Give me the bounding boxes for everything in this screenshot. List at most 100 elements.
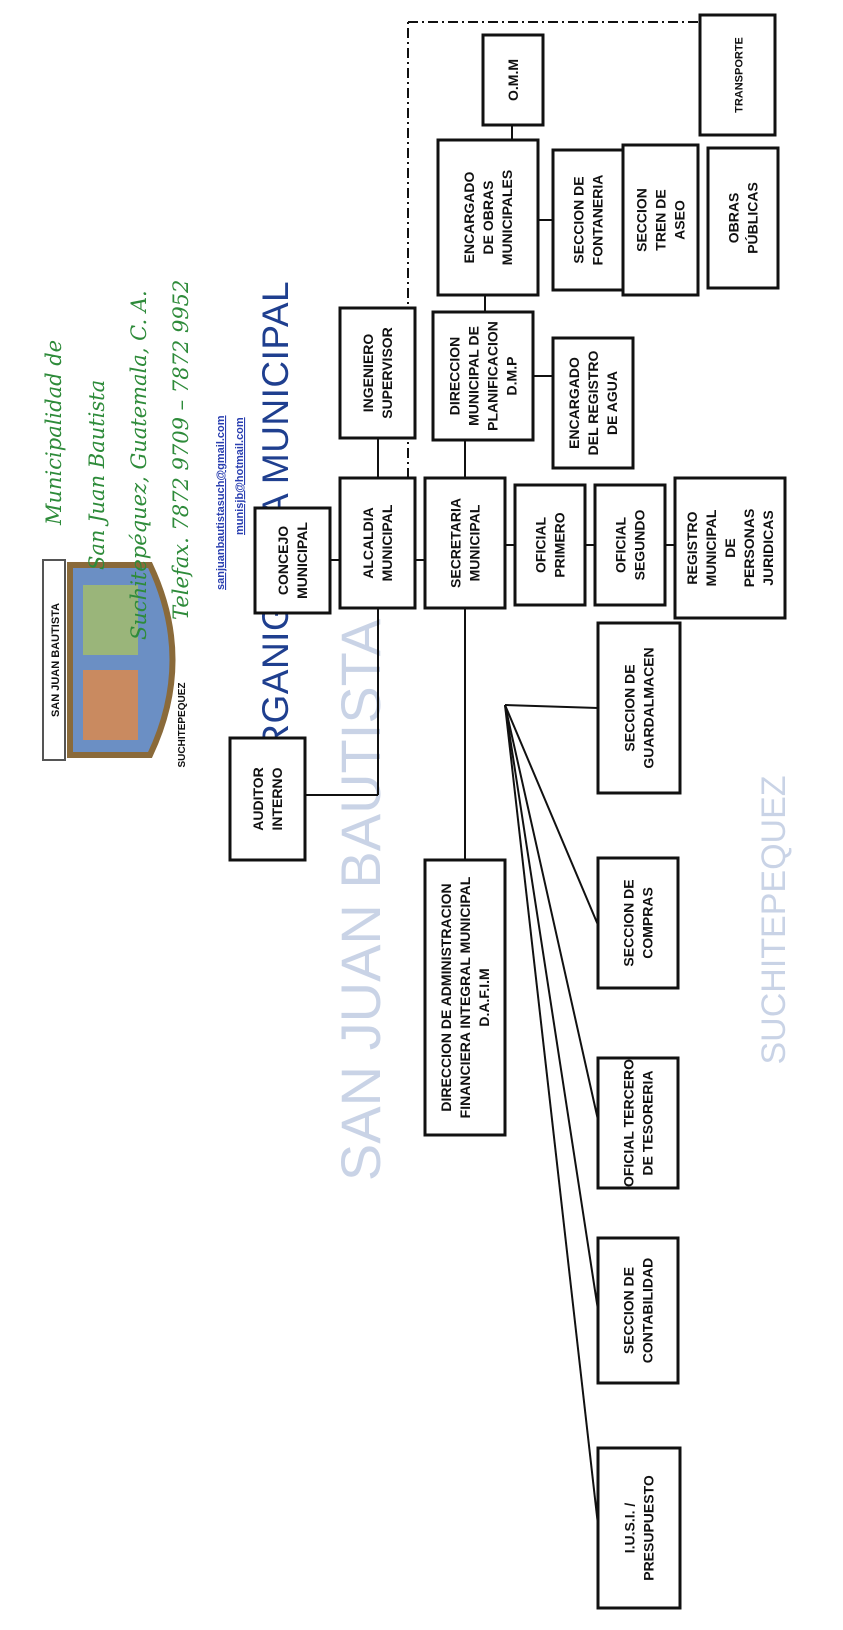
unit-label-line: DE OBRAS xyxy=(480,181,496,255)
unit-label-line: PRESUPUESTO xyxy=(641,1475,657,1581)
unit-label-line: MUNICIPALES xyxy=(499,170,515,265)
unit-label-line: AUDITOR xyxy=(250,767,266,831)
unit-label-line: DIRECCION xyxy=(447,337,463,416)
unit-label-line: MUNICIPAL xyxy=(379,504,395,581)
unit-label-line: MUNICIPAL DE xyxy=(466,326,482,426)
unit-label-line: SECCION DE xyxy=(621,1267,637,1354)
unit-label-line: COMPRAS xyxy=(640,887,656,959)
crest-panel-left-icon xyxy=(83,670,138,740)
header-line-2: San Juan Bautista xyxy=(85,380,109,570)
unit-box-dafim xyxy=(423,858,507,1137)
connector-dafim-iusi xyxy=(504,704,599,1526)
connector-dafim-compras xyxy=(504,704,599,926)
unit-box-transporte xyxy=(698,13,777,137)
unit-label-line: TREN DE xyxy=(653,189,669,250)
unit-label-line: TRANSPORTE xyxy=(734,37,746,113)
unit-label-line: PLANIFICACION xyxy=(485,321,501,431)
unit-label-line: DEL REGISTRO xyxy=(585,351,601,456)
watermark-text-2: SUCHITEPEQUEZ xyxy=(755,775,793,1064)
unit-box-obras-municipales xyxy=(436,138,540,297)
unit-box-compras xyxy=(596,856,680,990)
unit-label-line: INTERNO xyxy=(269,767,285,830)
unit-label-line: MUNICIPAL xyxy=(294,522,310,599)
unit-box-dmp xyxy=(431,310,535,442)
unit-label-line: SECCION DE xyxy=(622,664,638,751)
unit-label-line: FONTANERIA xyxy=(590,175,606,266)
crest-bottom-text: SUCHITEPEQUEZ xyxy=(177,682,188,767)
unit-label-line: MUNICIPAL xyxy=(703,509,719,586)
unit-box-auditor xyxy=(228,736,307,862)
unit-label-line: D.A.F.I.M xyxy=(476,968,492,1026)
unit-label-line: DE TESORERIA xyxy=(640,1070,656,1175)
unit-label-line: OFICIAL TERCERO xyxy=(621,1059,637,1187)
unit-label-line: SUPERVISOR xyxy=(379,327,395,419)
watermark: SAN JUAN BAUTISTA SUCHITEPEQUEZ xyxy=(329,618,793,1181)
unit-label-line: JURIDICAS xyxy=(760,510,776,585)
unit-label-line: ENCARGADO xyxy=(461,172,477,264)
unit-box-oficial-primero xyxy=(513,483,587,607)
connector-lines xyxy=(305,21,700,1526)
unit-label-line: SECRETARIA xyxy=(448,498,464,588)
header-phone: Telefax. 7872 9709 – 7872 9952 xyxy=(169,280,193,620)
unit-label-line: ASEO xyxy=(672,200,688,240)
crest-top-text: SAN JUAN BAUTISTA xyxy=(50,603,62,717)
unit-box-registro-juridicas xyxy=(673,476,787,620)
crest-panel-right-icon xyxy=(83,585,138,655)
header-email-2: munisjb@hotmail.com xyxy=(234,417,246,535)
unit-label-line: DE xyxy=(722,538,738,557)
header-email-1: sanjuanbautistasuch@gmail.com xyxy=(215,415,227,590)
unit-label-line: I.U.S.I. / xyxy=(622,1503,638,1554)
unit-box-tesoreria xyxy=(596,1056,680,1190)
unit-label-line: REGISTRO xyxy=(684,511,700,584)
unit-label-omm: O.M.M xyxy=(505,59,521,101)
unit-box-ingeniero xyxy=(338,306,417,440)
connector-dafim-contabilidad xyxy=(504,704,599,1311)
unit-box-guardalmacen xyxy=(596,621,682,795)
unit-box-tren-aseo xyxy=(621,143,700,297)
unit-label-line: SEGUNDO xyxy=(632,510,648,581)
unit-box-fontaneria xyxy=(551,148,625,292)
unit-box-oficial-segundo xyxy=(593,483,667,607)
unit-label-line: SECCION xyxy=(634,188,650,252)
unit-label-line: OFICIAL xyxy=(533,517,549,573)
unit-label-line: MUNICIPAL xyxy=(467,504,483,581)
unit-label-line: OBRAS xyxy=(726,193,742,244)
unit-label-line: PÚBLICAS xyxy=(744,182,761,254)
municipal-crest: SAN JUAN BAUTISTA SUCHITEPEQUEZ xyxy=(42,559,188,768)
unit-box-iusi xyxy=(596,1446,682,1610)
unit-label-line: DIRECCION DE ADMINISTRACION xyxy=(438,883,454,1111)
unit-box-obras-publicas xyxy=(706,146,780,290)
unit-label-line: OFICIAL xyxy=(613,517,629,573)
unit-label-line: INGENIERO xyxy=(360,334,376,413)
unit-box-contabilidad xyxy=(596,1236,680,1385)
watermark-text-1: SAN JUAN BAUTISTA xyxy=(329,618,392,1181)
unit-label-line: ALCALDIA xyxy=(360,507,376,579)
unit-box-alcaldia xyxy=(338,476,417,610)
header-line-3: Suchitepéquez, Guatemala, C. A. xyxy=(127,290,151,640)
unit-label-transporte: TRANSPORTE xyxy=(734,37,746,113)
unit-label-line: FINANCIERA INTEGRAL MUNICIPAL xyxy=(457,876,473,1118)
unit-label-line: CONCEJO xyxy=(275,526,291,595)
unit-label-line: SECCION DE xyxy=(621,879,637,966)
connector-dafim-guardalmacen xyxy=(504,704,599,709)
unit-label-line: SECCION DE xyxy=(571,176,587,263)
unit-box-omm xyxy=(481,33,545,127)
connector-dafim-tesoreria xyxy=(504,704,599,1121)
header-line-1: Municipalidad de xyxy=(42,340,66,526)
unit-box-secretaria xyxy=(423,476,507,610)
